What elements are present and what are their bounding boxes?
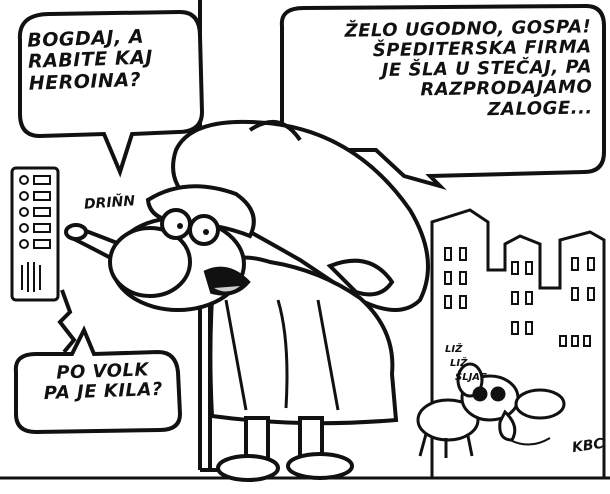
nose [108,226,192,298]
speech-bubble-caption [13,325,183,435]
glasses-left [160,208,192,240]
skyline-windows [444,247,595,347]
speech-bubble-neighbor [17,9,205,178]
leg-left [244,416,270,462]
doorbell-panel [10,166,60,302]
sfx-bark-2: LIŽ [450,358,468,369]
arm-holding [326,258,395,297]
dog-body [416,398,480,442]
speech-text-seller: ŽELO UGODNO, GOSPA! ŠPEDITERSKA FIRMA JE… [344,16,593,120]
intercom-lightning [57,289,77,354]
sfx-bark-1: LIŽ [445,344,463,355]
dog-snout [514,388,566,420]
shoe-right [286,452,354,480]
sfx-bark-3: ŠLJAF [455,372,487,383]
dog-character [416,362,566,458]
speech-text-neighbor: BOGDAJ, A RABITE KAJ HEROINA? [26,25,154,95]
finger-hand [64,223,88,241]
coat [208,255,399,426]
shoe-left [216,454,280,482]
speech-text-caption: PO VOLK PA JE KILA? [43,359,164,405]
seller-character [64,119,430,482]
